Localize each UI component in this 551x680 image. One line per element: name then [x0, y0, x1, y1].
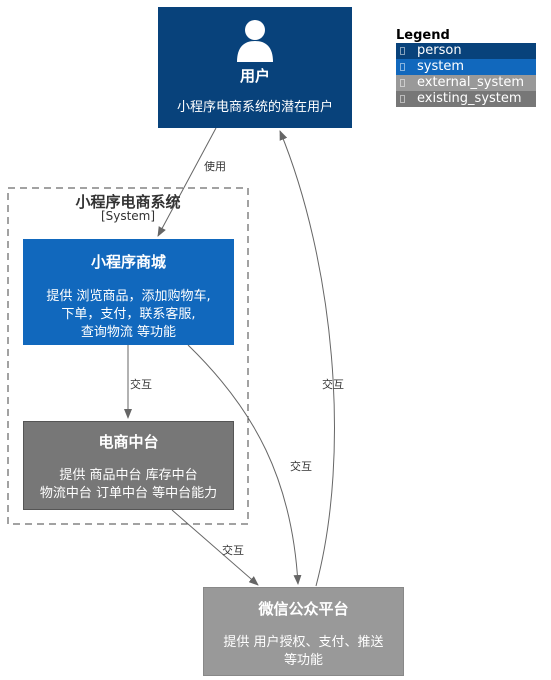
platform-desc-line: 物流中台 订单中台 等中台能力: [39, 486, 218, 501]
system-boundary-border: [7, 187, 249, 525]
platform-title: 电商中台: [98, 433, 159, 451]
user-description: 小程序电商系统的潜在用户: [176, 100, 333, 115]
edge-wechat-to-user: [279, 130, 335, 587]
edge-label-platform-wechat: 交互: [222, 544, 244, 557]
wechat-desc-line: 等功能: [283, 653, 323, 668]
edge-label-user-mall: 使用: [204, 160, 226, 173]
mall-system-box[interactable]: 小程序商城 提供 浏览商品，添加购物车, 下单，支付，联系客服, 查询物流 等功…: [23, 239, 234, 345]
mall-description: 提供 浏览商品，添加购物车, 下单，支付，联系客服, 查询物流 等功能: [23, 288, 234, 342]
wechat-desc-line: 提供 用户授权、支付、推送: [223, 635, 384, 650]
mall-desc-line: 查询物流 等功能: [80, 325, 177, 340]
mall-title: 小程序商城: [90, 253, 166, 271]
boundary-title: 小程序电商系统: [75, 193, 181, 211]
platform-description: 提供 商品中台 库存中台 物流中台 订单中台 等中台能力: [24, 467, 233, 503]
wechat-title: 微信公众平台: [258, 600, 349, 618]
edge-mall-to-wechat: [187, 344, 302, 585]
wechat-external-box[interactable]: 微信公众平台 提供 用户授权、支付、推送 等功能: [203, 587, 404, 676]
legend-item-person: person: [396, 43, 536, 59]
legend-label: person: [417, 43, 462, 58]
user-person-box[interactable]: 用户 小程序电商系统的潜在用户: [158, 7, 352, 128]
edge-label-wechat-user: 交互: [322, 378, 344, 391]
boundary-stereotype: [System]: [100, 209, 156, 223]
legend-swatch-icon: [400, 95, 405, 103]
platform-system-box[interactable]: 电商中台 提供 商品中台 库存中台 物流中台 订单中台 等中台能力: [23, 421, 234, 510]
legend-item-existing-system: existing_system: [396, 91, 536, 107]
legend-swatch-icon: [400, 79, 405, 87]
person-icon: [237, 20, 273, 62]
legend-item-system: system: [396, 59, 536, 75]
legend-swatch-icon: [400, 63, 405, 71]
legend-title: Legend: [396, 28, 450, 43]
legend-item-external-system: external_system: [396, 75, 536, 91]
mall-desc-line: 下单，支付，联系客服,: [61, 307, 196, 322]
legend-label: existing_system: [417, 91, 522, 106]
edge-user-to-mall: [157, 127, 217, 237]
legend-swatch-icon: [400, 47, 405, 55]
wechat-description: 提供 用户授权、支付、推送 等功能: [204, 634, 403, 670]
legend-label: system: [417, 59, 464, 74]
legend-label: external_system: [417, 75, 524, 90]
mall-desc-line: 提供 浏览商品，添加购物车,: [46, 289, 211, 304]
edge-platform-to-wechat: [171, 509, 259, 586]
platform-desc-line: 提供 商品中台 库存中台: [59, 468, 198, 483]
edge-label-mall-wechat: 交互: [290, 460, 312, 473]
legend: Legend person system external_system exi…: [396, 28, 536, 107]
edge-label-mall-platform: 交互: [130, 378, 152, 391]
user-title: 用户: [239, 67, 270, 85]
